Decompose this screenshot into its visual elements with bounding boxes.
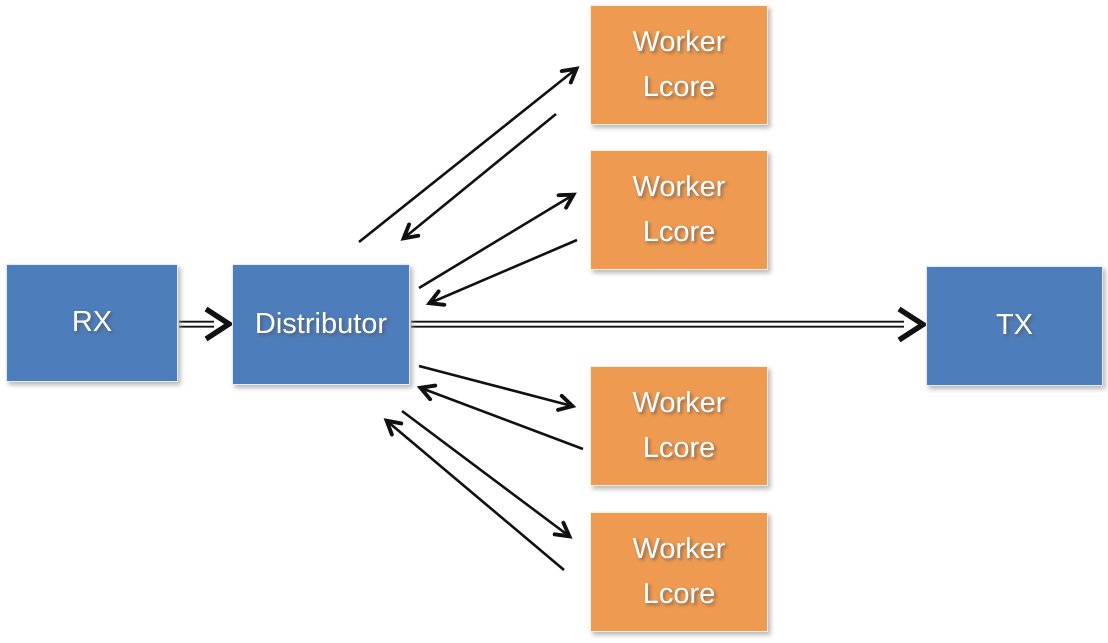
arrow-distributor-to-worker3 [418,364,572,406]
worker-lcore-node-4: Worker Lcore [590,512,768,632]
arrow-worker3-to-distributor [421,388,584,451]
worker-lcore-node-1: Worker Lcore [590,5,768,125]
arrow-worker2-to-distributor [430,238,578,303]
worker-lcore-node-3: Worker Lcore [590,366,768,486]
worker-lcore-node-2: Worker Lcore [590,150,768,270]
arrow-distributor-to-worker4 [401,409,569,536]
distributor-node: Distributor [232,264,410,385]
arrow-worker1-to-distributor [404,112,557,238]
arrow-rx-to-distributor [179,306,235,342]
arrow-distributor-to-worker1 [358,69,576,244]
rx-node: RX [6,264,178,382]
arrow-distributor-to-worker2 [418,195,573,290]
tx-node: TX [926,266,1103,386]
arrow-distributor-to-tx [411,306,929,343]
arrow-worker4-to-distributor [387,421,565,571]
